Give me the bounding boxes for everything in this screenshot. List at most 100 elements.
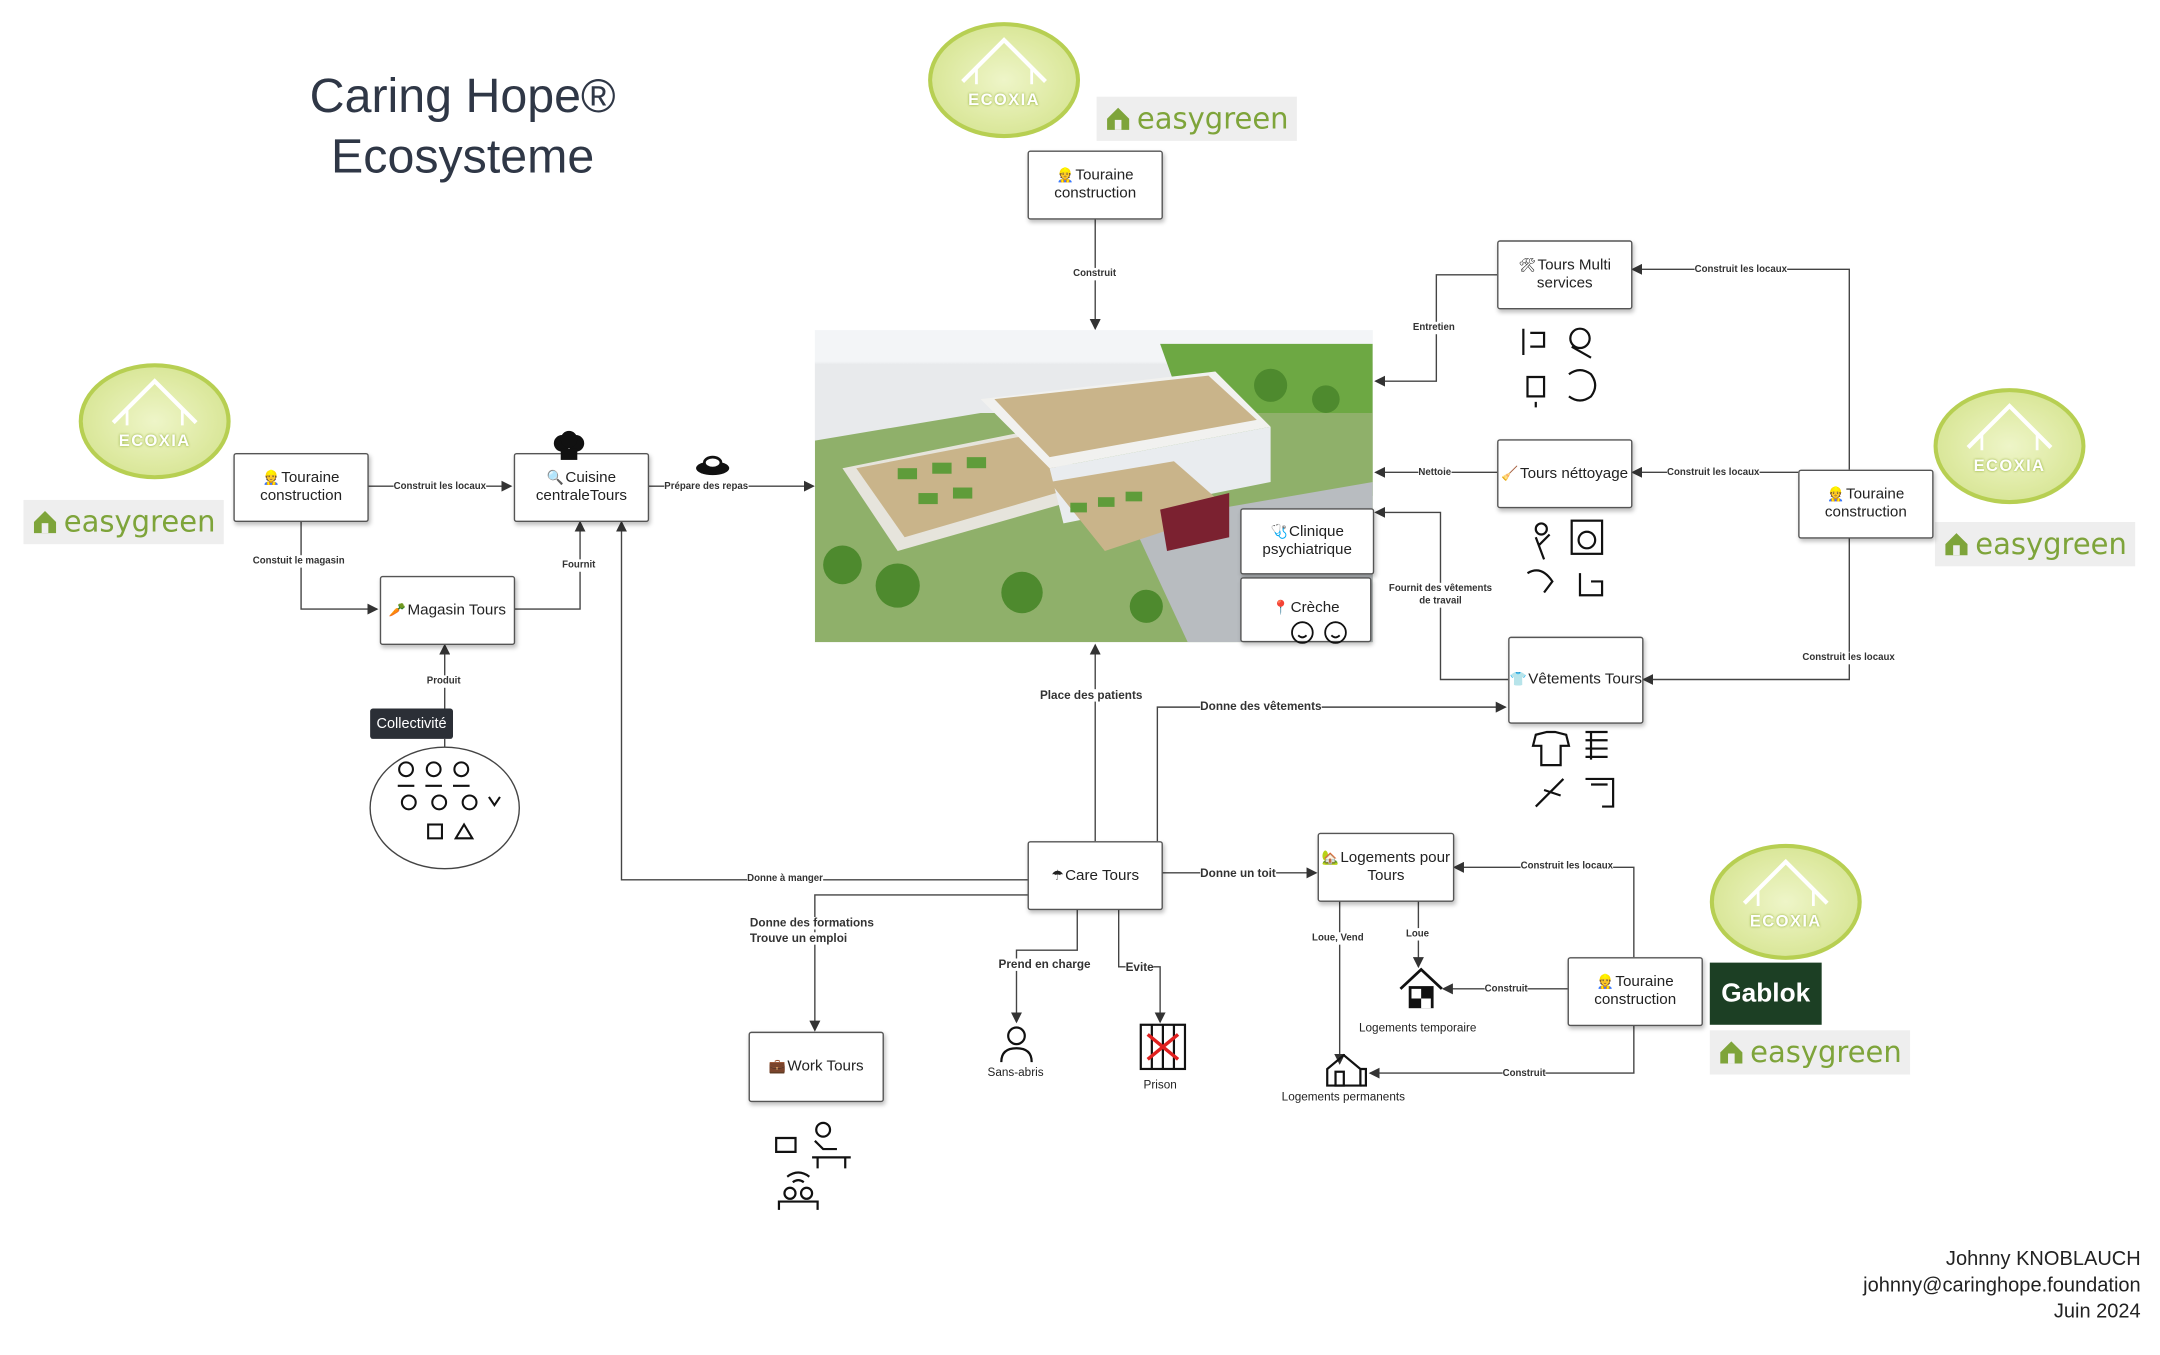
label-nettoie: Nettoie [1418,466,1452,480]
house-icon [961,37,1047,85]
caption-logements-permanents: Logements permanents [1281,1089,1406,1104]
maintenance-icons [1522,327,1597,408]
node-touraine-construction-bottom[interactable]: 👷Touraine construction [1567,957,1703,1027]
house-icon [111,378,198,426]
worker-helmet-icon: 👷 [1596,975,1614,991]
label-construit-locaux-multi: Construit les locaux [1694,263,1788,277]
label-formations: Donne des formations [749,915,874,930]
edge-construit-locaux-multi [1631,263,1850,470]
tools-icon: 🛠 [1518,258,1537,274]
homeless-person-icon [1000,1026,1033,1063]
label-construit-locaux-vetements: Construit les locaux [1802,651,1895,665]
label-construit: Construit [1073,267,1117,281]
gablok-logo: Gablok [1709,962,1822,1025]
label-trouve-emploi: Trouve un emploi [749,930,848,945]
node-logements-pour-tours[interactable]: 🏡Logements pour Tours [1317,832,1455,902]
easygreen-house-icon [33,511,57,534]
label-construit-locaux-cuisine: Construit les locaux [393,480,487,494]
pin-icon: 📍 [1272,600,1290,616]
label-fournit: Fournit [562,559,596,572]
dish-icon [696,455,730,476]
node-tours-multi-services[interactable]: 🛠Tours Multi services [1497,240,1633,310]
label-place-patients: Place des patients [1039,687,1143,702]
broom-icon: 🧹 [1501,466,1519,482]
edge-construit-magasin [300,520,379,615]
house-icon [1742,858,1829,907]
edge-prend-charge [1010,907,1078,1024]
permanent-housing-icon [1326,1053,1368,1087]
node-care-tours[interactable]: ☂Care Tours [1027,841,1163,911]
label-loue: Loue [1405,928,1430,941]
label-prend-charge: Prend en charge [998,957,1091,971]
node-touraine-construction-left[interactable]: 👷Touraine construction [233,453,369,523]
ecoxia-wordmark: ECOXIA [1749,911,1822,931]
label-prepare-repas: Prépare des repas [664,480,749,494]
building-rendering-image [814,343,1373,643]
label-construit-locaux-logements: Construit les locaux [1520,860,1613,873]
label-construit-magasin: Constuit le magasin [252,555,345,568]
easygreen-house-icon [1945,533,1968,556]
ecoxia-logo-top: ECOXIA [928,22,1081,139]
author-block: Johnny KNOBLAUCH johnny@caringhope.found… [1863,1247,2141,1326]
clothing-icons [1531,730,1615,808]
chef-hat-icon [553,430,585,460]
label-donne-manger: Donne à manger [747,872,823,886]
node-touraine-construction-right[interactable]: 👷Touraine construction [1798,469,1934,539]
farmers-icons [397,761,501,840]
edge-fournit [513,520,586,610]
cleaning-icons [1526,519,1604,597]
node-vetements-tours[interactable]: 👕Vêtements Tours [1508,636,1644,724]
umbrella-icon: ☂ [1051,868,1064,884]
label-fournit-vetements: Fournit des vêtements de travail [1383,582,1498,608]
easygreen-logo-left: easygreen [23,499,224,545]
node-tours-nettoyage[interactable]: 🧹Tours néttoyage [1497,439,1633,509]
ecoxia-logo-right: ECOXIA [1933,388,2086,505]
author-date: Juin 2024 [2053,1300,2141,1324]
easygreen-house-icon [1107,107,1130,130]
caption-prison: Prison [1143,1077,1177,1092]
node-magasin-tours[interactable]: 🥕Magasin Tours [379,575,516,645]
ecoxia-logo-bottom: ECOXIA [1709,843,1862,960]
title-line1: Caring Hope [309,69,582,123]
edge-construit-locaux-logements [1452,861,1635,958]
edge-construit-perm [1368,1024,1635,1079]
collectivite-tag: Collectivité [370,708,454,739]
worker-helmet-icon: 👷 [1827,487,1845,503]
node-clinique-psychiatrique[interactable]: 🩺Clinique psychiatrique [1240,508,1375,575]
label-construit-temp: Construit [1484,983,1528,996]
author-name: Johnny KNOBLAUCH [1945,1248,2141,1271]
author-email[interactable]: johnny@caringhope.foundation [1863,1274,2141,1297]
caption-logements-temporaire: Logements temporaire [1359,1020,1477,1035]
ecoxia-wordmark: ECOXIA [1973,455,2046,476]
house-garden-icon: 🏡 [1321,850,1339,866]
easygreen-logo-top: easygreen [1096,96,1297,141]
stethoscope-icon: 🩺 [1270,524,1288,541]
label-donne-toit: Donne un toit [1200,865,1276,880]
easygreen-logo-bottom: easygreen [1709,1030,1911,1075]
node-touraine-construction-top[interactable]: 👷Touraine construction [1027,150,1163,220]
node-work-tours[interactable]: 💼Work Tours [748,1031,884,1103]
magnifier-icon: 🔍 [546,470,565,487]
ecoxia-wordmark: ECOXIA [118,430,191,451]
page-title: Caring Hope® Ecosysteme [242,66,684,186]
label-construit-perm: Construit [1502,1067,1546,1081]
carrot-icon: 🥕 [388,602,407,619]
edge-donne-manger [615,520,1028,881]
work-icons [775,1121,851,1210]
ecoxia-wordmark: ECOXIA [968,89,1040,110]
label-produit: Produit [426,675,461,688]
caption-sans-abris: Sans-abris [987,1064,1044,1079]
baby-faces-icon [1291,621,1347,644]
label-donne-vetements: Donne des vêtements [1200,698,1322,713]
ecoxia-logo-left: ECOXIA [78,363,231,480]
node-cuisine-centrale-tours[interactable]: 🔍Cuisine centraleTours [513,453,650,523]
worker-helmet-icon: 👷 [262,470,280,487]
label-construit-locaux-nettoyage: Construit les locaux [1666,466,1760,480]
easygreen-house-icon [1720,1041,1743,1064]
prison-icon [1139,1023,1187,1071]
title-line2: Ecosysteme [331,129,595,184]
house-icon [1966,403,2053,451]
edge-construit-locaux-vetements [1642,537,1850,686]
label-entretien: Entretien [1412,321,1455,335]
